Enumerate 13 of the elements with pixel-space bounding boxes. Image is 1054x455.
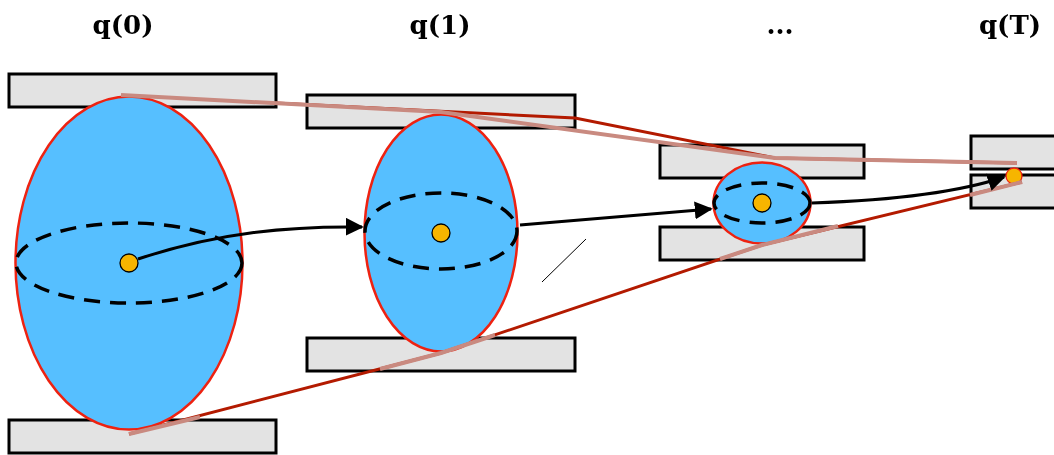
ellipsoid <box>712 161 812 245</box>
arrow <box>137 217 364 261</box>
state-dot <box>752 193 772 213</box>
ellipsoid <box>363 113 519 353</box>
column-heading: q(0) <box>92 10 154 40</box>
column-heading: ... <box>766 10 794 40</box>
column-heading: q(T) <box>978 10 1042 40</box>
state-dot <box>431 223 451 243</box>
arrow <box>811 173 1006 205</box>
ellipsoid <box>14 95 244 431</box>
column-heading: q(1) <box>409 10 471 40</box>
arrow <box>519 201 713 227</box>
state-dot <box>119 253 139 273</box>
